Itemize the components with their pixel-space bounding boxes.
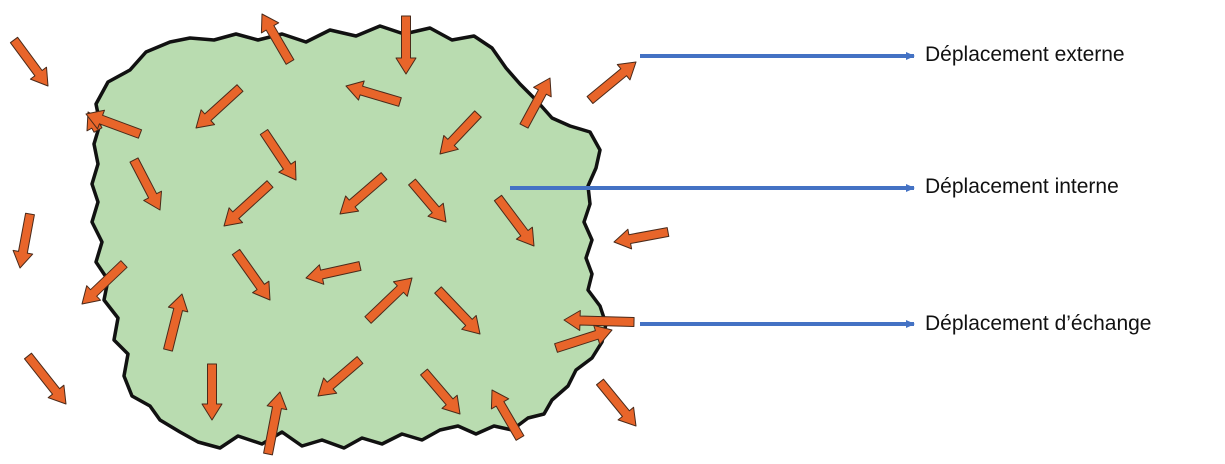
label-exchange-displacement: Déplacement d’échange (925, 312, 1152, 335)
particle-arrow (231, 248, 271, 301)
particle-arrow (201, 363, 223, 421)
particle-arrow (129, 157, 162, 211)
particle-arrow (408, 178, 447, 223)
particle-arrow (364, 277, 413, 324)
particle-arrow (305, 261, 362, 285)
particle-arrow (12, 212, 35, 269)
particle-arrow (9, 36, 49, 87)
particle-arrow (493, 194, 535, 247)
particle-arrow (613, 227, 670, 250)
particle-arrow (420, 368, 461, 415)
particle-arrow (596, 378, 637, 427)
particle-arrow (519, 77, 552, 129)
particle-arrow (395, 15, 417, 75)
label-internal-displacement: Déplacement interne (925, 175, 1119, 198)
particle-arrows (9, 13, 670, 456)
particle-arrow (317, 356, 364, 397)
particle-arrow (85, 109, 143, 139)
particle-arrow (554, 324, 613, 353)
particle-arrow (439, 110, 482, 155)
particle-arrow (339, 172, 388, 215)
particle-arrow (81, 260, 128, 305)
label-external-displacement: Déplacement externe (925, 43, 1125, 66)
particle-arrow (490, 389, 525, 441)
particle-arrow (563, 310, 635, 331)
particle-arrow (163, 293, 189, 352)
particle-arrow (24, 352, 67, 405)
particle-arrow (586, 61, 637, 104)
particle-arrow (260, 13, 295, 65)
particle-arrow (259, 129, 297, 181)
particle-arrow (345, 80, 402, 107)
particle-arrow (263, 391, 288, 456)
particle-arrow (223, 180, 274, 227)
particle-arrow (434, 286, 481, 335)
particle-arrow (195, 84, 244, 129)
